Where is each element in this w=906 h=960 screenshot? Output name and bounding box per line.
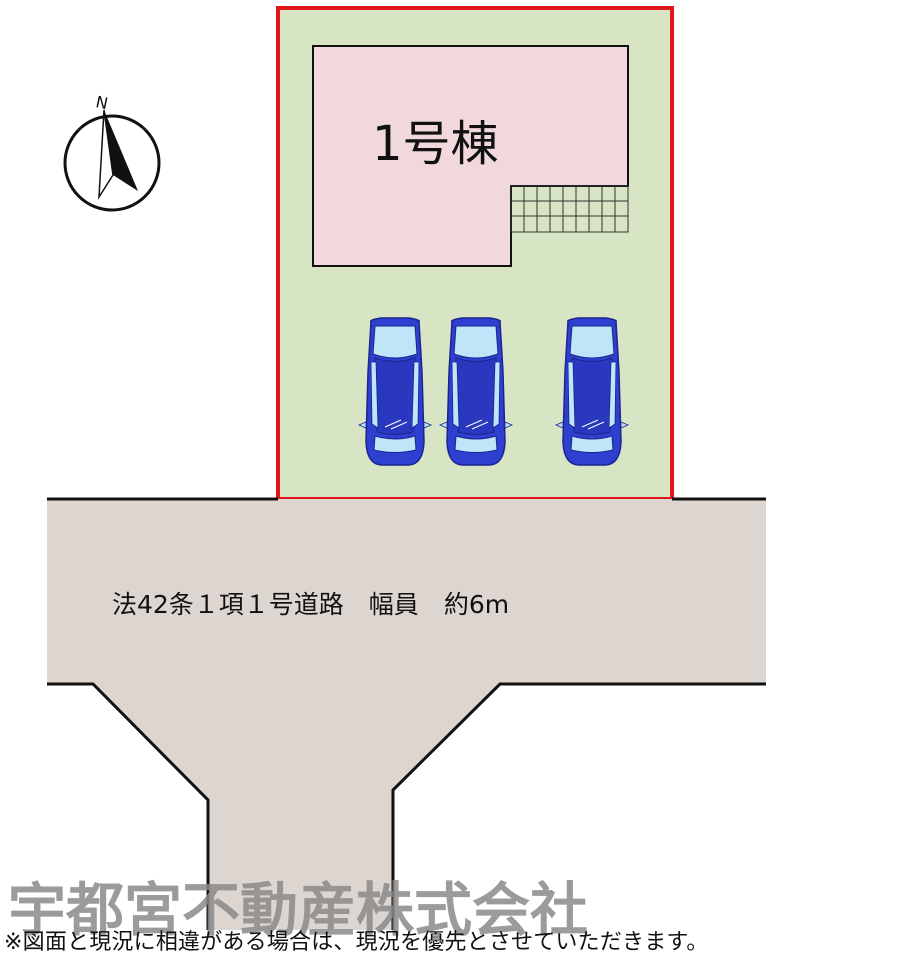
car-icon [439,317,513,466]
car-icon [555,317,629,466]
compass-label: N [94,92,110,113]
company-watermark: 宇都宮不動産株式会社 [8,876,588,944]
road-edge [47,682,210,930]
north-arrow-icon: N [63,92,161,212]
road-area [47,499,766,930]
deck-grid [510,185,629,233]
road-edge [391,682,766,930]
road-label: 法42条１項１号道路 幅員 約6m [112,590,509,619]
building-label: 1号棟 [372,116,499,172]
car-icon [358,317,432,466]
disclaimer-note: ※図面と現況に相違がある場合は、現況を優先とさせていただきます。 [4,930,709,955]
